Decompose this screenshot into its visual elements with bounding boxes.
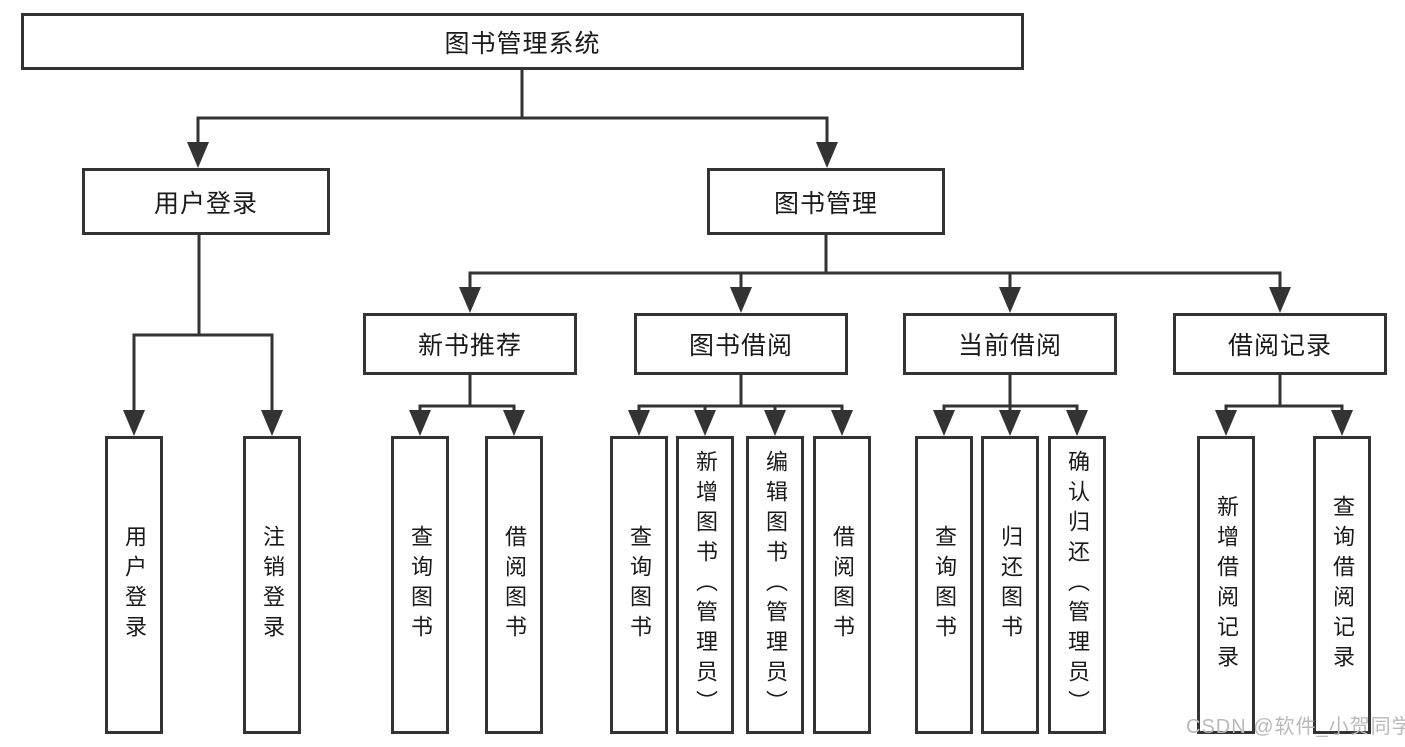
node-label: 图书管理 xyxy=(773,189,878,218)
leaf-label: 新增借阅记录 xyxy=(1214,495,1239,675)
leaf-cb-query-book: 查询图书 xyxy=(915,436,973,734)
leaf-bb-borrow-book: 借阅图书 xyxy=(813,436,871,734)
leaf-logout: 注销登录 xyxy=(243,436,301,734)
node-label: 用户登录 xyxy=(153,189,258,218)
leaf-br-query-record: 查询借阅记录 xyxy=(1313,436,1371,734)
leaf-label: 用户登录 xyxy=(122,525,147,645)
leaf-bb-add-book: 新增图书（管理员） xyxy=(676,436,734,734)
node-label: 图书管理系统 xyxy=(444,29,601,58)
leaf-bb-edit-book: 编辑图书（管理员） xyxy=(746,436,804,734)
node-user-login: 用户登录 xyxy=(82,168,330,235)
leaf-label: 借阅图书 xyxy=(830,525,855,645)
leaf-label: 归还图书 xyxy=(998,525,1023,645)
leaf-label: 借阅图书 xyxy=(502,525,527,645)
leaf-label: 编辑图书（管理员） xyxy=(763,450,788,720)
node-borrow-record: 借阅记录 xyxy=(1173,313,1387,375)
leaf-label: 查询借阅记录 xyxy=(1330,495,1355,675)
leaf-nbr-borrow-book: 借阅图书 xyxy=(485,436,543,734)
node-label: 新书推荐 xyxy=(417,332,522,360)
leaf-cb-confirm-return: 确认归还（管理员） xyxy=(1048,436,1106,734)
leaf-label: 查询图书 xyxy=(408,525,433,645)
leaf-nbr-query-book: 查询图书 xyxy=(391,436,449,734)
node-label: 借阅记录 xyxy=(1227,332,1332,360)
leaf-user-login: 用户登录 xyxy=(105,436,163,734)
node-label: 图书借阅 xyxy=(688,332,793,360)
leaf-label: 确认归还（管理员） xyxy=(1065,450,1090,720)
leaf-label: 新增图书（管理员） xyxy=(693,450,718,720)
node-library-system: 图书管理系统 xyxy=(21,13,1024,70)
leaf-label: 注销登录 xyxy=(260,525,285,645)
leaf-br-add-record: 新增借阅记录 xyxy=(1197,436,1255,734)
node-label: 当前借阅 xyxy=(957,332,1062,360)
node-book-management: 图书管理 xyxy=(707,168,945,235)
node-new-book-recommend: 新书推荐 xyxy=(363,313,577,375)
csdn-watermark: CSDN @软件_小贺同学 xyxy=(1186,716,1405,738)
leaf-label: 查询图书 xyxy=(627,525,652,645)
leaf-label: 查询图书 xyxy=(932,525,957,645)
leaf-cb-return-book: 归还图书 xyxy=(981,436,1039,734)
node-current-borrow: 当前借阅 xyxy=(903,313,1117,375)
node-book-borrow: 图书借阅 xyxy=(634,313,848,375)
leaf-bb-query-book: 查询图书 xyxy=(610,436,668,734)
